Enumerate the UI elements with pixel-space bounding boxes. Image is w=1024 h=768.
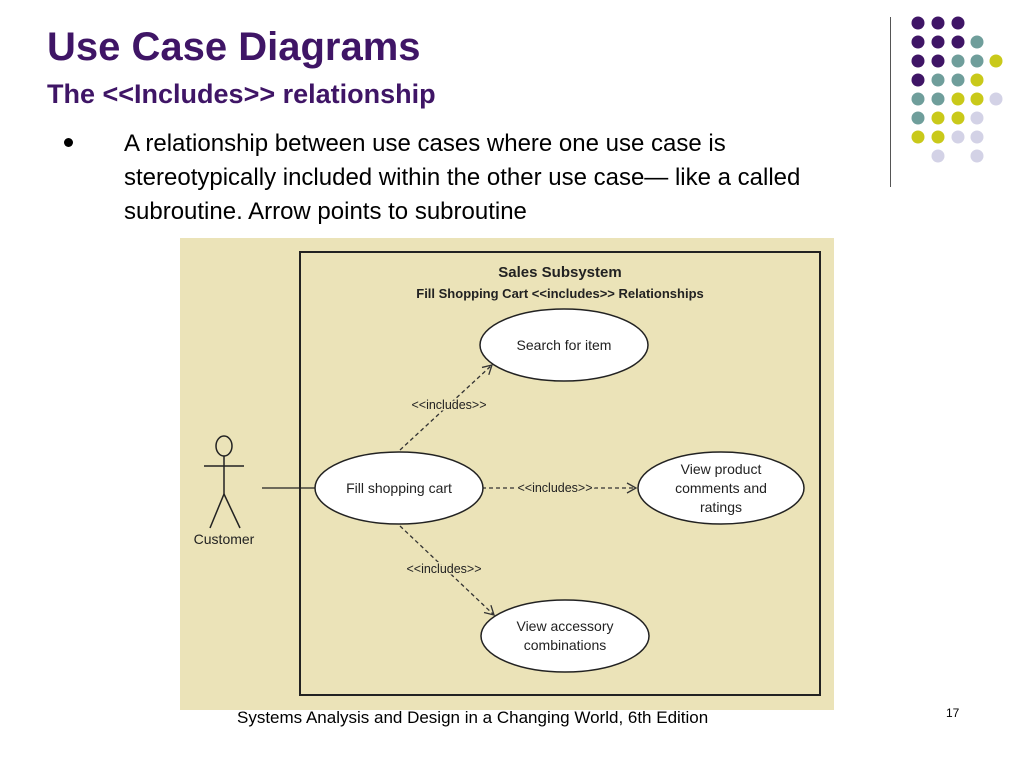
dot: [951, 92, 965, 106]
bullet-marker: [64, 138, 73, 147]
include-arrow-accessory: [399, 525, 495, 616]
bullet-text: A relationship between use cases where o…: [124, 130, 801, 225]
use-case-view-comments-line2: comments and: [675, 480, 767, 496]
dot: [970, 149, 984, 163]
dot: [970, 35, 984, 49]
dot: [951, 130, 965, 144]
actor-customer: [204, 435, 244, 529]
dot: [911, 54, 925, 68]
system-name: Sales Subsystem: [498, 264, 621, 281]
use-case-view-accessory-line2: combinations: [524, 637, 607, 653]
dot: [951, 111, 965, 125]
dot: [931, 92, 945, 106]
dot: [911, 35, 925, 49]
dot: [911, 130, 925, 144]
slide-subtitle: The <<Includes>> relationship: [47, 79, 436, 109]
dot: [931, 54, 945, 68]
dot: [989, 54, 1003, 68]
use-case-fill-cart: [314, 451, 484, 525]
use-case-view-comments-line1: View product: [681, 461, 762, 477]
dot: [951, 35, 965, 49]
dot: [970, 92, 984, 106]
use-case-search-label: Search for item: [517, 337, 612, 353]
dot: [911, 73, 925, 87]
decorative-divider: [890, 17, 891, 187]
actor-left-leg: [209, 493, 225, 529]
dot: [970, 54, 984, 68]
dot: [931, 35, 945, 49]
actor-head: [215, 435, 233, 457]
use-case-view-comments-line3: ratings: [700, 499, 742, 515]
dot: [931, 16, 945, 30]
dot: [931, 149, 945, 163]
dot: [970, 130, 984, 144]
diagram-caption: Fill Shopping Cart <<includes>> Relation…: [416, 286, 704, 301]
include-label-accessory: <<includes>>: [406, 562, 481, 576]
system-boundary: [299, 251, 821, 696]
use-case-diagram: Sales Subsystem Fill Shopping Cart <<inc…: [194, 251, 821, 696]
dot: [970, 73, 984, 87]
use-case-fill-cart-label: Fill shopping cart: [346, 480, 452, 496]
use-case-view-accessory: [480, 599, 650, 673]
actor-right-leg: [223, 493, 241, 529]
use-case-view-accessory-line1: View accessory: [516, 618, 613, 634]
include-label-search: <<includes>>: [411, 398, 486, 412]
actor-label: Customer: [194, 531, 255, 547]
dot: [951, 73, 965, 87]
dot: [911, 92, 925, 106]
dot: [951, 54, 965, 68]
dot: [951, 16, 965, 30]
dot: [989, 92, 1003, 106]
dot: [931, 111, 945, 125]
decorative-dot-grid: [911, 16, 1003, 163]
dot: [970, 111, 984, 125]
dot: [931, 130, 945, 144]
slide-footer: Systems Analysis and Design in a Changin…: [237, 708, 709, 727]
use-case-view-comments: [637, 451, 805, 525]
page-number: 17: [946, 706, 960, 720]
use-case-search: [479, 308, 649, 382]
dot: [931, 73, 945, 87]
dot: [911, 16, 925, 30]
dot: [911, 111, 925, 125]
slide-title: Use Case Diagrams: [47, 25, 421, 69]
include-label-comments: <<includes>>: [517, 481, 592, 495]
